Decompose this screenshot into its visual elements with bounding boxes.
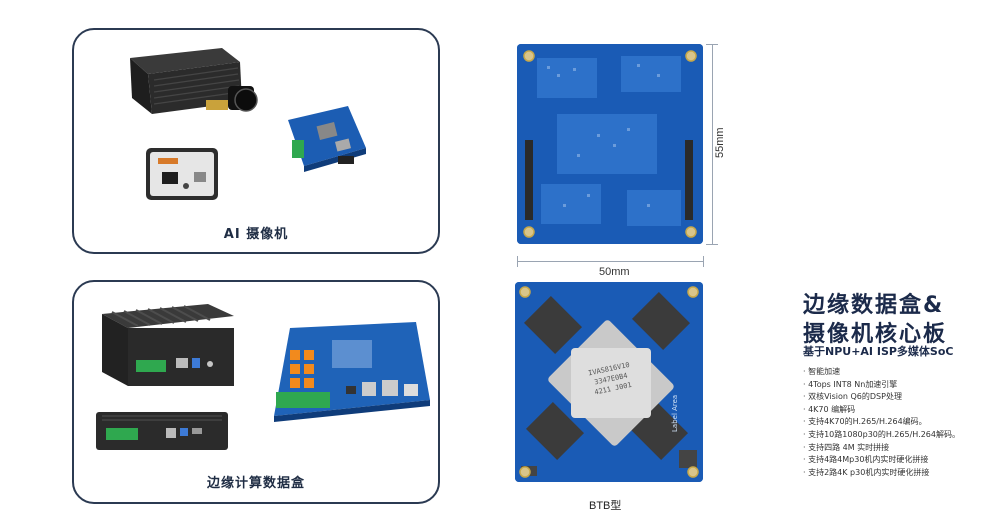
feature-item: 支持四路 4M 实时拼接 [803,442,960,455]
edge-box-large-image [102,304,234,386]
product-subtitle: 基于NPU+AI ISP多媒体SoC [803,345,954,358]
core-board-back-image [517,44,703,244]
camera-panel-caption: AI 摄像机 [223,227,289,242]
product-title-line-1: 边缘数据盒& [803,293,945,318]
camera-core-board-image [288,106,366,172]
height-dimension-line [712,44,713,244]
feature-item: 支持4K70的H.265/H.264编码。 [803,416,960,429]
feature-item: 支持4路4Mp30机内实时硬化拼接 [803,454,960,467]
edge-box-slim-image [96,412,228,450]
camera-rear-panel-image [146,148,218,200]
ai-camera-panel: AI 摄像机 [72,28,440,254]
feature-item: 支持10路1080p30的H.265/H.264解码。 [803,429,960,442]
feature-item: 4Tops INT8 Nn加速引擎 [803,379,960,392]
width-dimension-label: 50mm [599,266,630,278]
label-area-text: Label Area [671,394,679,432]
feature-item: 4K70 编解码 [803,404,960,417]
edge-box-panel: 边缘计算数据盒 [72,280,440,504]
height-dimension-label: 55mm [714,127,726,158]
box-panel-caption: 边缘计算数据盒 [206,476,305,491]
width-dimension-line [517,261,703,262]
height-dimension-tick-top [706,44,718,45]
edge-box-carrier-board-image [274,322,430,422]
board-type-caption: BTB型 [589,500,622,512]
height-dimension-tick-bottom [706,244,718,245]
product-title-line-2: 摄像机核心板 [803,322,948,347]
feature-list: 智能加速 4Tops INT8 Nn加速引擎 双核Vision Q6的DSP处理… [803,366,960,479]
feature-item: 双核Vision Q6的DSP处理 [803,391,960,404]
feature-item: 支持2路4K p30机内实时硬化拼接 [803,467,960,480]
width-dimension-tick-right [703,256,704,267]
core-board-front-image: IVAS816V10 3347E0B4 4211 J001 Label Area [515,282,703,482]
width-dimension-tick-left [517,256,518,267]
feature-item: 智能加速 [803,366,960,379]
box-camera-image [130,48,258,114]
